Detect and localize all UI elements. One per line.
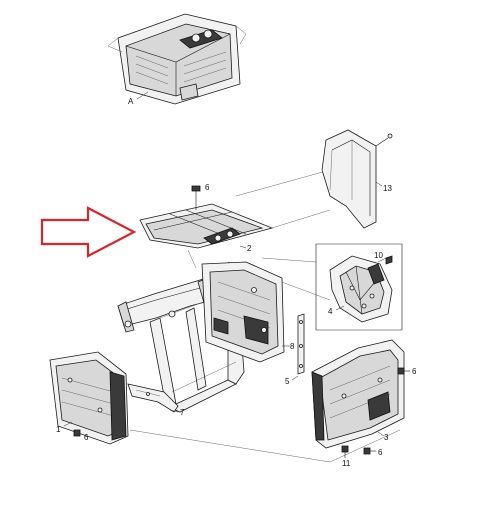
callout-6-left: 6 [84,433,89,442]
callout-4: 4 [328,307,333,316]
callout-6-bottom: 6 [378,448,383,457]
bolt-6-bottom: 6 [363,447,383,457]
callout-6-top: 6 [205,183,210,192]
panel-3: 3 [311,339,405,449]
panel-1: 1 [49,351,129,445]
bolt-6-right: 6 [397,367,417,376]
callout-a: A [128,97,134,106]
callout-13: 13 [383,184,392,193]
panel-8: 8 [201,261,295,363]
fastener-11: 11 [341,445,351,468]
callout-3: 3 [384,433,389,442]
assembly-a: A [107,13,247,106]
callout-7: 7 [180,408,185,417]
callout-6-right: 6 [412,367,417,376]
bolt-6-left: 6 [73,429,89,442]
callout-5: 5 [285,377,290,386]
callout-11: 11 [342,459,351,468]
cover-panel-2: 2 [139,200,274,253]
callout-10: 10 [374,251,383,260]
inset-detail: 10 4 [315,243,403,331]
bolt-6-top: 6 [191,183,210,200]
strip-5: 5 [285,313,305,386]
pointer-arrow [40,206,137,258]
callout-8: 8 [290,342,295,351]
callout-2: 2 [247,244,252,253]
bracket-13: 13 [321,129,392,229]
callout-1: 1 [56,425,61,434]
bracket-7: 7 [127,383,185,417]
